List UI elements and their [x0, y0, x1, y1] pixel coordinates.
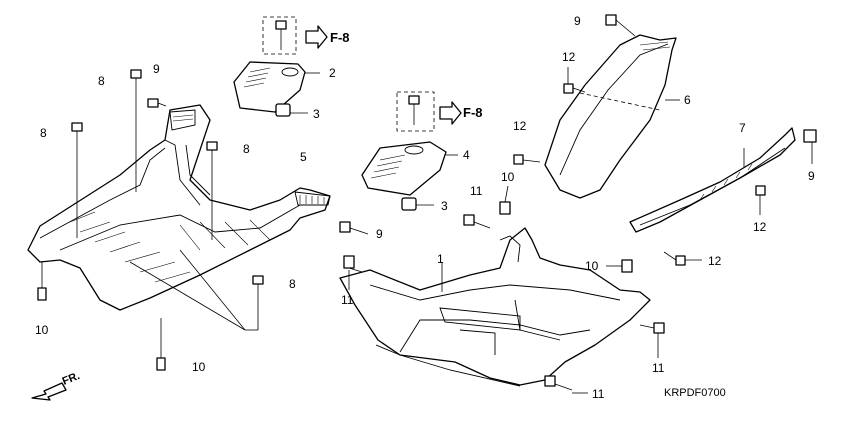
callout-10-bottom: 10: [192, 360, 206, 374]
screw-9-middle: [339, 221, 369, 235]
bolt-11-left: [343, 255, 363, 273]
callout-10-middle: 10: [501, 170, 515, 184]
nut-part-3-top: [275, 103, 291, 117]
callout-2: 2: [329, 66, 336, 80]
callout-9-right: 9: [808, 169, 815, 183]
callout-5: 5: [300, 150, 307, 164]
callout-9-middle: 9: [376, 227, 383, 241]
under-tray-part-1: [339, 227, 651, 387]
clip-10-right: [621, 259, 633, 273]
clip-10-middle: [499, 201, 511, 215]
bolt-8-top: [130, 69, 142, 90]
callout-12-bottom: 12: [708, 254, 722, 268]
bracket-part-4: [361, 141, 447, 196]
bolt-11-top: [463, 214, 491, 229]
bolt-8-left: [71, 122, 83, 142]
nut-part-3-mid: [401, 197, 417, 211]
screw-12-right: [755, 185, 766, 196]
ref-f8-mid: F-8: [463, 105, 483, 120]
ref-f8-top: F-8: [330, 30, 350, 45]
callout-12-middle: 12: [513, 119, 527, 133]
bolt-8-bottom: [252, 275, 264, 294]
callout-10-left: 10: [35, 323, 49, 337]
callout-8-bottom: 8: [289, 277, 296, 291]
front-direction-arrow: [31, 382, 67, 401]
side-cover-part-6: [544, 34, 677, 199]
floor-panel-part-5: [27, 104, 331, 311]
bolt-11-bottom: [544, 375, 573, 391]
callout-9-top-right: 9: [574, 14, 581, 28]
callout-12-upper: 12: [562, 50, 576, 64]
clip-10-bottom: [156, 357, 166, 371]
callout-11-bottom: 11: [592, 387, 605, 401]
bolt-8-mid: [206, 141, 218, 160]
callouts: 1 2 3 3 4 5 6 7 8 8 8 8 9 9 9 9 10 10 10…: [35, 14, 815, 401]
callout-12-right: 12: [753, 220, 767, 234]
callout-4: 4: [463, 148, 470, 162]
callout-6: 6: [684, 93, 691, 107]
clip-10-left: [37, 287, 47, 301]
callout-8-mid: 8: [243, 142, 250, 156]
bracket-part-2: [233, 61, 306, 113]
trim-strip-part-7: [629, 127, 796, 233]
callout-8-top: 8: [98, 74, 105, 88]
callout-11-right: 11: [652, 361, 665, 375]
callout-11-top: 11: [470, 184, 483, 198]
screw-9-floor: [147, 98, 167, 108]
bolt-mid-reference: [408, 95, 420, 125]
arrow-f8-mid: [439, 101, 462, 125]
arrow-f8-top: [305, 25, 328, 49]
bolt-11-right: [639, 322, 665, 334]
screw-12-bottom: [663, 251, 686, 266]
screw-9-top-right: [605, 14, 636, 37]
diagram-code: KRPDF0700: [664, 387, 726, 399]
screw-12-middle: [513, 154, 541, 165]
callout-8-left: 8: [40, 126, 47, 140]
bolt-top-reference: [275, 20, 287, 50]
callout-1: 1: [437, 252, 444, 266]
callout-3-mid: 3: [441, 199, 448, 213]
screw-12-upper: [563, 83, 586, 94]
callout-3-top: 3: [313, 107, 320, 121]
callout-11-left: 11: [341, 293, 354, 307]
screw-9-right: [803, 129, 817, 143]
front-label: FR.: [61, 370, 82, 388]
callout-7: 7: [739, 121, 746, 135]
callout-10-right: 10: [585, 259, 599, 273]
callout-9-floor: 9: [153, 62, 160, 76]
